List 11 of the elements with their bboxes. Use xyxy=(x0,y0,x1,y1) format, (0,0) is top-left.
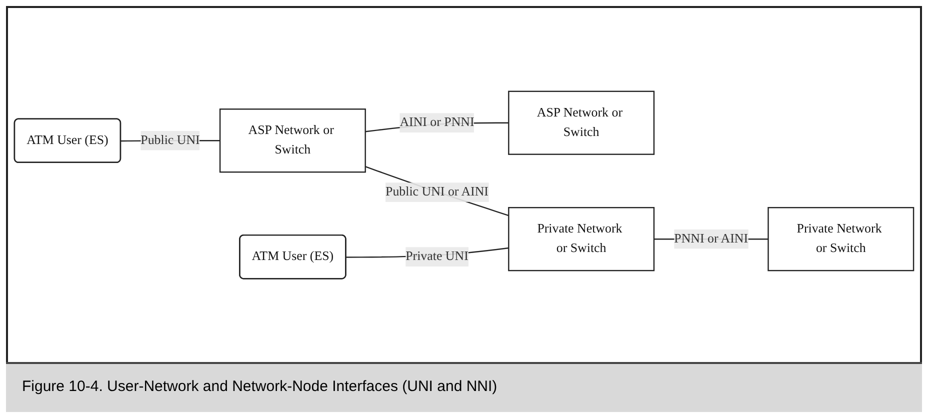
figure-caption: Figure 10-4. User-Network and Network-Node Interfaces (UNI and NNI) xyxy=(22,378,498,395)
edge-label: AINI or PNNI xyxy=(400,116,474,130)
node-box: ASP Network or Switch xyxy=(508,90,655,155)
edge-label: Private UNI xyxy=(406,250,468,264)
connector xyxy=(365,166,509,216)
edge-label: Public UNI or AINI xyxy=(386,185,488,199)
edge-label: PNNI or AINI xyxy=(674,232,748,246)
node-box: ASP Network or Switch xyxy=(219,108,366,173)
node-box: Private Network or Switch xyxy=(768,207,914,272)
edge-label: Public UNI xyxy=(140,133,200,148)
node-box: Private Network or Switch xyxy=(508,207,655,272)
